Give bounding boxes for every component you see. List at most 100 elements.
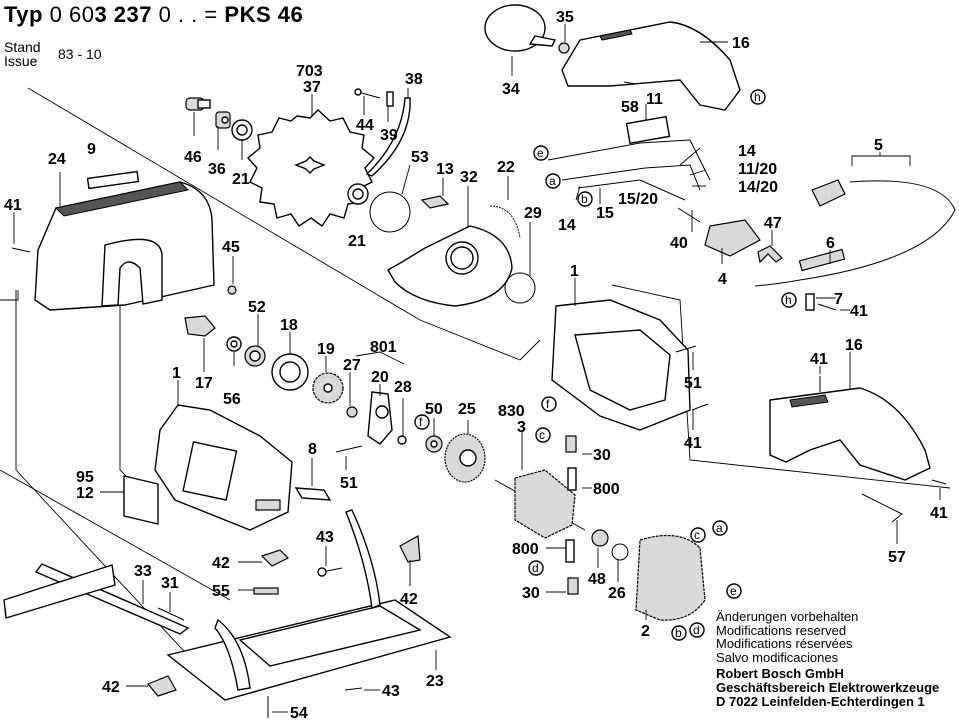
svg-text:d: d	[693, 623, 700, 637]
cover-47	[757, 245, 783, 264]
depth-arc	[345, 509, 381, 609]
knob-42-bottom	[147, 675, 177, 697]
callout-34: 34	[502, 81, 520, 98]
callout-35: 35	[556, 9, 574, 26]
note-line: Änderungen vorbehalten	[716, 609, 859, 624]
gear-19	[312, 372, 344, 404]
bearing-housing-18	[271, 353, 309, 391]
screw-41-guard	[11, 247, 31, 253]
callout-46: 46	[184, 149, 202, 166]
callout-27: 27	[343, 357, 361, 374]
issue-label: Issue	[4, 53, 38, 69]
callout-45: 45	[222, 239, 240, 256]
ref-circle-h: h	[781, 292, 797, 308]
knob-42-top	[260, 549, 290, 567]
bearing-50	[425, 435, 443, 453]
callout-42-right: 42	[400, 591, 418, 608]
callout-11-20: 11/20	[738, 161, 777, 178]
callout-9: 9	[87, 141, 96, 158]
callout-800-top: 800	[593, 481, 620, 498]
callout-830: 830	[498, 403, 525, 420]
callout-16-top: 16	[732, 35, 750, 52]
screw-41-handle-side	[931, 479, 947, 485]
callout-30-top: 30	[593, 447, 611, 464]
callout-1-left: 1	[172, 365, 181, 382]
callout-30-bottom: 30	[522, 585, 540, 602]
saw-blade	[246, 109, 376, 227]
callouts: 703 37 46 36 21 21 44 39 38 53 13 32 22 …	[4, 9, 948, 722]
ref-circle-c: c	[535, 427, 551, 443]
screw-41-clamp	[817, 303, 837, 311]
bearing-52	[244, 345, 266, 367]
ref-circle-e: e	[533, 145, 549, 161]
strain-relief-6	[798, 248, 846, 272]
manufacturer-line: Robert Bosch GmbH	[716, 666, 844, 681]
callout-41-handle-top: 41	[810, 351, 828, 368]
svg-text:e: e	[730, 584, 737, 598]
callout-47: 47	[764, 215, 782, 232]
callout-703: 703	[296, 63, 323, 80]
svg-text:c: c	[694, 528, 700, 542]
callout-41-guard: 41	[4, 197, 22, 214]
callout-28: 28	[394, 379, 412, 396]
armature-3	[494, 469, 586, 539]
handle-16-side	[769, 387, 931, 481]
ring-26	[611, 543, 629, 561]
callout-43-top: 43	[316, 529, 334, 546]
motor-housing-1-right	[551, 299, 691, 431]
switch-wires	[547, 115, 711, 201]
callout-39: 39	[380, 127, 398, 144]
nut-35	[558, 42, 570, 54]
callout-41-handle-side: 41	[930, 505, 948, 522]
flange-36	[215, 111, 231, 129]
type-number-suffix: 0 . .	[152, 2, 198, 27]
callout-41-clamp: 41	[850, 303, 868, 320]
callout-5: 5	[874, 137, 883, 154]
ref-circle-d: d	[528, 560, 544, 576]
parallel-guide-33	[3, 563, 190, 635]
callout-24: 24	[48, 151, 66, 168]
manufacturer-line: D 7022 Leinfelden-Echterdingen 1	[716, 694, 925, 709]
hex-key-57	[861, 493, 903, 523]
callout-26: 26	[608, 585, 626, 602]
callout-48: 48	[588, 571, 606, 588]
note-line: Modifications réservées	[716, 636, 853, 651]
callout-21-outer: 21	[232, 171, 250, 188]
brush-800-bottom	[565, 539, 575, 563]
ball-28	[397, 435, 407, 445]
connection-refs: e a b h h f f c d a c e b d	[414, 89, 797, 641]
callout-56: 56	[223, 391, 241, 408]
plate-13	[420, 195, 450, 209]
callout-18: 18	[280, 317, 298, 334]
leader-lines	[13, 24, 941, 713]
callout-41-housing: 41	[684, 435, 702, 452]
svg-text:d: d	[532, 561, 539, 575]
blade-guard-32	[387, 225, 513, 307]
label-8	[294, 487, 332, 501]
callout-12: 12	[76, 485, 94, 502]
callout-14-top: 14	[738, 143, 756, 160]
upper-guard-24	[34, 170, 215, 311]
manufacturer-block: Robert Bosch GmbH Geschäftsbereich Elekt…	[716, 667, 939, 709]
clamp-7	[805, 293, 815, 311]
plate-39	[386, 91, 394, 107]
callout-36: 36	[208, 161, 226, 178]
type-number-prefix: 0 60	[49, 2, 95, 27]
circlip-53	[369, 191, 411, 233]
callout-44: 44	[356, 117, 374, 134]
power-cord-5	[754, 179, 956, 287]
svg-text:f: f	[546, 397, 550, 411]
callout-14-20: 14/20	[738, 179, 778, 196]
callout-14-bottom: 14	[558, 217, 576, 234]
callout-801: 801	[370, 339, 397, 356]
callout-53: 53	[411, 149, 429, 166]
brush-holder-30-top	[565, 435, 577, 453]
svg-text:e: e	[537, 146, 544, 160]
callout-33: 33	[134, 563, 152, 580]
washer-56	[226, 336, 242, 352]
screw-51-housing	[675, 345, 697, 353]
ref-circle-b: b	[577, 191, 593, 207]
callout-4: 4	[718, 271, 727, 288]
callout-2: 2	[641, 623, 650, 640]
bearing-plate-20	[367, 391, 393, 445]
